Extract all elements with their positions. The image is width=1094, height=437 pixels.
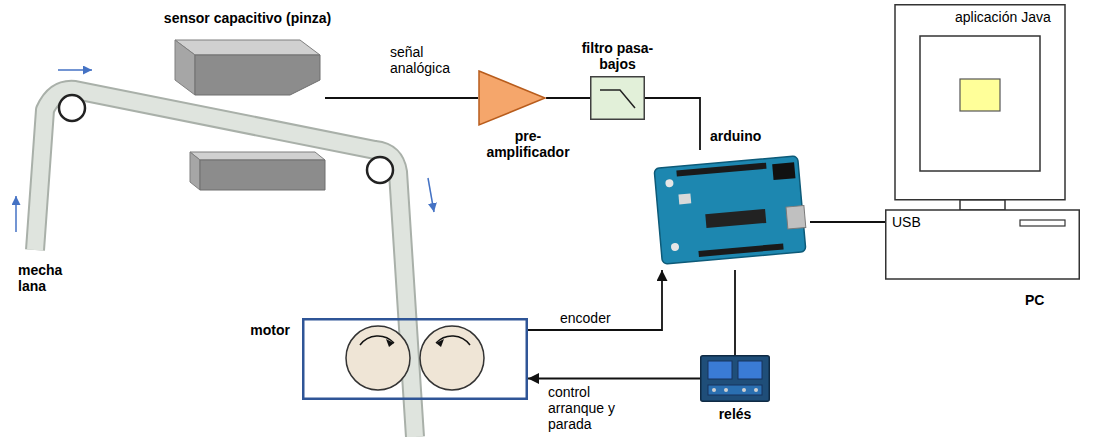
drawing-part xyxy=(420,326,484,390)
connector-label: encoder xyxy=(560,310,611,326)
capacitive-sensor: sensor capacitivo (pinza) xyxy=(170,40,325,190)
drawing-part xyxy=(708,361,732,379)
drawing-part xyxy=(190,152,325,160)
node-label: PC xyxy=(1025,292,1044,308)
drawing-part xyxy=(654,156,806,264)
preamplifier-triangle-shape xyxy=(478,70,546,126)
drawing-part xyxy=(654,156,808,264)
drawing-part xyxy=(671,243,680,252)
wool-strand xyxy=(35,90,415,437)
signal-connector xyxy=(528,270,662,330)
drawing-part xyxy=(678,193,691,204)
signal-connector xyxy=(546,97,590,99)
drawing-part xyxy=(591,77,645,120)
motor-box-shape xyxy=(302,318,528,400)
connector-label: USB xyxy=(892,214,921,230)
relay-module-shape xyxy=(700,355,770,402)
drawing-part xyxy=(303,319,527,399)
lowpass-filter: filtro pasa-bajos xyxy=(590,76,645,120)
pc-computer: PC xyxy=(885,4,1080,280)
drawing-part xyxy=(346,326,410,390)
material-label: mecha lana xyxy=(18,262,70,294)
arduino-board-shape xyxy=(650,150,810,270)
node-label: pre-amplificador xyxy=(478,128,578,160)
signal-connector xyxy=(645,98,700,150)
drawing-part xyxy=(920,36,1040,171)
drawing-part xyxy=(701,356,770,402)
node-label: filtro pasa-bajos xyxy=(568,40,668,72)
guide-roller xyxy=(59,95,85,121)
drawing-part xyxy=(195,55,320,95)
drawing-part xyxy=(175,40,195,95)
lowpass-filter-shape xyxy=(590,76,645,120)
arduino-board: arduino xyxy=(650,150,810,270)
flow-arrow xyxy=(58,69,92,71)
drawing-part xyxy=(436,339,444,347)
drawing-part xyxy=(738,361,762,379)
drawing-part xyxy=(386,339,394,347)
drawing-part xyxy=(895,5,1065,200)
drawing-part xyxy=(724,388,728,392)
drawing-part xyxy=(960,79,1000,111)
signal-connector xyxy=(325,97,478,99)
flow-arrow xyxy=(15,196,17,232)
connector-label: señal analógica xyxy=(390,44,462,76)
drawing-part xyxy=(742,388,746,392)
drawing-part xyxy=(665,179,674,188)
drawing-part xyxy=(772,162,795,180)
relay-module: relés xyxy=(700,355,770,402)
drawing-part xyxy=(600,90,635,108)
motor-box: motor xyxy=(302,318,528,400)
drawing-part xyxy=(175,40,320,55)
drawing-part xyxy=(886,210,1080,279)
node-label: sensor capacitivo (pinza) xyxy=(164,10,331,26)
drawing-part xyxy=(708,385,762,395)
drawing-part xyxy=(190,152,200,190)
preamplifier-triangle: pre-amplificador xyxy=(478,70,546,126)
drawing-part xyxy=(705,209,766,228)
drawing-part xyxy=(960,200,1005,210)
guide-roller xyxy=(367,157,393,183)
connector-label: control arranque y parada xyxy=(548,384,630,432)
pc-computer-shape xyxy=(885,4,1080,280)
flow-arrow xyxy=(428,178,434,212)
drawing-part xyxy=(786,206,806,229)
signal-connector xyxy=(810,221,885,223)
drawing-part xyxy=(698,243,783,256)
wool-strand xyxy=(35,90,415,437)
callout-label: aplicación Java xyxy=(955,9,1051,25)
drawing-part xyxy=(1020,220,1065,226)
drawing-part xyxy=(754,388,758,392)
capacitive-sensor-shape xyxy=(170,40,325,190)
drawing-part xyxy=(676,163,766,177)
node-label: arduino xyxy=(710,128,761,144)
node-label: motor xyxy=(250,322,290,338)
drawing-part xyxy=(479,71,545,125)
node-label: relés xyxy=(719,406,752,422)
signal-connector xyxy=(734,270,736,355)
signal-connector xyxy=(528,378,700,380)
drawing-part xyxy=(200,160,325,190)
drawing-part xyxy=(712,388,716,392)
